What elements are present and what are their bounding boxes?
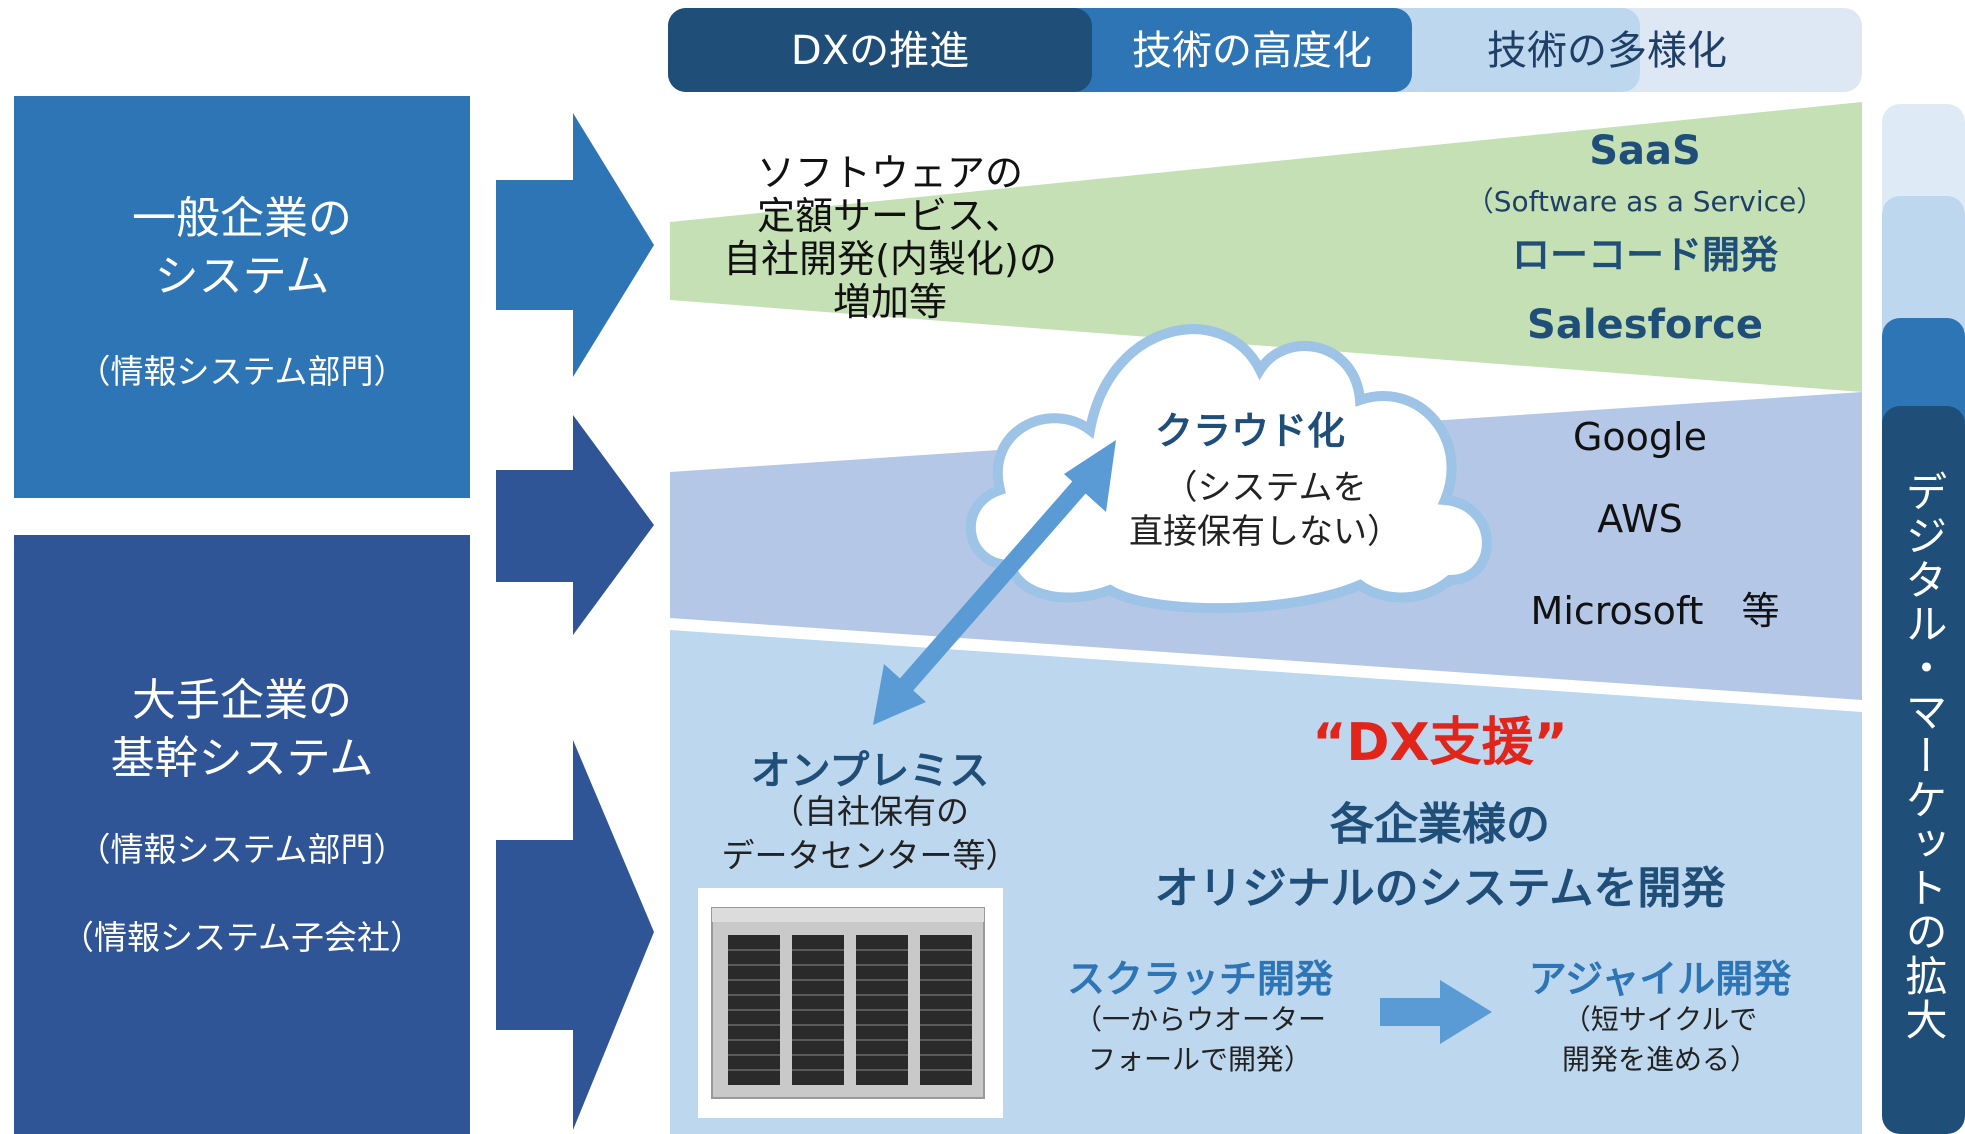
onprem-description: （自社保有の データセンター等） — [690, 790, 1050, 878]
saas-desc-line-2: 定額サービス、 — [756, 194, 1023, 238]
double-arrow-icon — [873, 440, 1116, 725]
scratch-description: （一からウオーター フォールで開発） — [1030, 1000, 1370, 1080]
arrow-general — [496, 113, 654, 377]
tab-bg-dark — [668, 8, 1092, 92]
tab-dx-promotion: DXの推進 — [790, 28, 970, 74]
vendor-microsoft: Microsoft 等 — [1530, 589, 1780, 633]
saas-title: SaaS — [1589, 128, 1701, 174]
dx-line-2: オリジナルのシステムを開発 — [1154, 863, 1726, 914]
tab-tech-advancement: 技術の高度化 — [1132, 28, 1372, 74]
salesforce-label: Salesforce — [1527, 302, 1763, 348]
side-label-digital-market: デジタル・マーケットの拡大 — [1899, 470, 1948, 1042]
cloud-description: （システムを 直接保有しない） — [1100, 466, 1430, 554]
left-box-enterprise-text: 大手企業の 基幹システム （情報システム部門） （情報システム子会社） — [14, 672, 470, 960]
vendor-aws: AWS — [1597, 497, 1683, 541]
saas-description: ソフトウェアの 定額サービス、 自社開発(内製化)の 増加等 — [680, 152, 1100, 324]
saas-desc-line-4: 増加等 — [832, 280, 947, 324]
onprem-desc-line-2: データセンター等） — [721, 836, 1019, 875]
agile-title: アジャイル開発 — [1528, 957, 1792, 1001]
scratch-desc-line-2: フォールで開発） — [1087, 1043, 1312, 1076]
cloud-title: クラウド化 — [1154, 409, 1345, 453]
left-box-general-sub: （情報システム部門） — [77, 352, 407, 391]
left-box-general-title-2: システム — [154, 251, 330, 302]
scratch-title: スクラッチ開発 — [1066, 957, 1333, 1001]
agile-description: （短サイクルで 開発を進める） — [1490, 1000, 1830, 1080]
arrow-enterprise — [496, 740, 654, 1130]
left-box-enterprise — [14, 535, 470, 1134]
left-box-general-title-1: 一般企業の — [132, 193, 352, 244]
left-box-general-text: 一般企業の システム （情報システム部門） — [14, 190, 470, 394]
left-box-enterprise-title-1: 大手企業の — [132, 675, 352, 726]
agile-desc-line-1: （短サイクルで — [1562, 1003, 1758, 1036]
onprem-title: オンプレミス — [750, 748, 990, 794]
arrow-mid — [496, 415, 654, 635]
vendor-google: Google — [1572, 415, 1707, 459]
process-arrow-icon — [1380, 980, 1492, 1044]
onprem-desc-line-1: （自社保有の — [771, 792, 969, 831]
left-box-general — [14, 96, 470, 498]
left-box-enterprise-sub-2: （情報システム子会社） — [60, 918, 423, 957]
cloud-desc-line-2: 直接保有しない） — [1129, 512, 1401, 552]
left-box-enterprise-title-2: 基幹システム — [110, 733, 374, 784]
dx-support-title: “DX支援” — [1312, 713, 1568, 773]
saas-subtitle: （Software as a Service） — [1465, 185, 1825, 218]
cloud-desc-line-1: （システムを — [1163, 468, 1367, 508]
dx-line-1: 各企業様の — [1330, 799, 1550, 850]
side-bar-dark — [1882, 406, 1965, 1134]
saas-desc-line-1: ソフトウェアの — [756, 151, 1023, 195]
lowcode-label: ローコード開発 — [1511, 233, 1778, 277]
band-saas — [670, 102, 1862, 392]
agile-desc-line-2: 開発を進める） — [1561, 1043, 1758, 1076]
left-box-enterprise-sub-1: （情報システム部門） — [77, 830, 407, 869]
saas-desc-line-3: 自社開発(内製化)の — [723, 237, 1057, 281]
tab-tech-diversification: 技術の多様化 — [1487, 28, 1727, 74]
scratch-desc-line-1: （一からウオーター — [1073, 1003, 1326, 1036]
server-rack-icon — [711, 907, 985, 1099]
cloud-icon — [965, 324, 1492, 614]
